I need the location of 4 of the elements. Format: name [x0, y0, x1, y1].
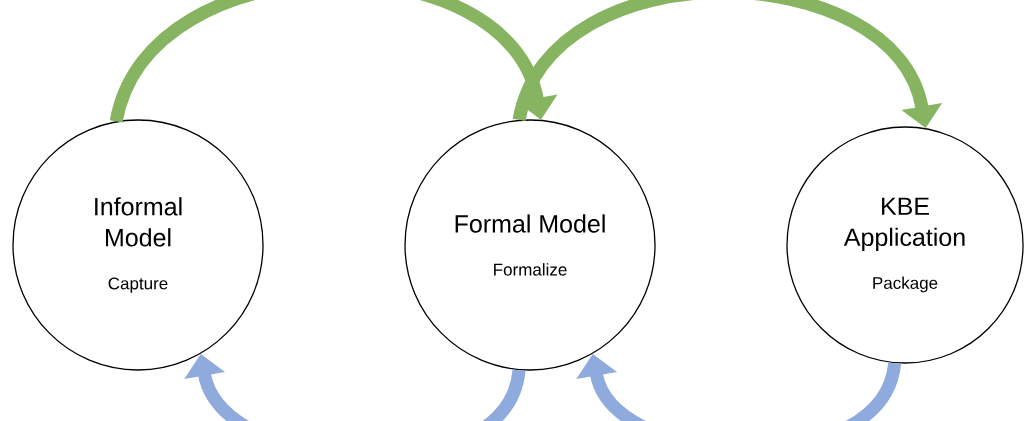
circle-node: Formal Model Formalize — [404, 119, 656, 371]
circle-node: KBE Application Package — [786, 126, 1024, 364]
circle-node: Informal Model Capture — [12, 119, 264, 371]
curved-arrow — [110, 0, 558, 124]
